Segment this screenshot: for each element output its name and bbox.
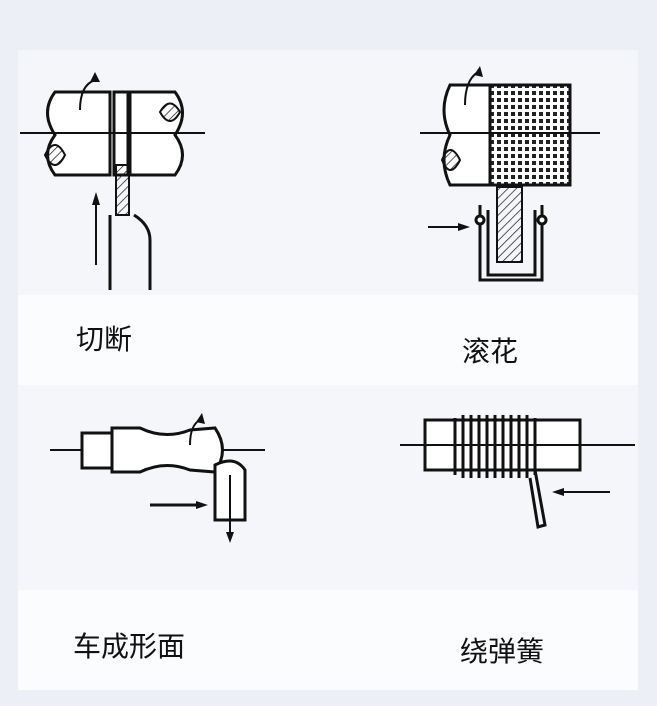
knurling-drawing <box>420 66 600 282</box>
cutoff-drawing <box>20 72 205 290</box>
bottom-label-band <box>18 590 638 690</box>
form-turning-drawing <box>50 413 265 543</box>
spring-winding-drawing <box>400 415 635 529</box>
label-spring-winding: 绕弹簧 <box>460 635 545 668</box>
label-cutoff: 切断 <box>76 323 133 356</box>
top-label-band <box>18 295 638 385</box>
label-knurling: 滚花 <box>462 335 519 368</box>
label-form-turning: 车成形面 <box>73 630 186 663</box>
